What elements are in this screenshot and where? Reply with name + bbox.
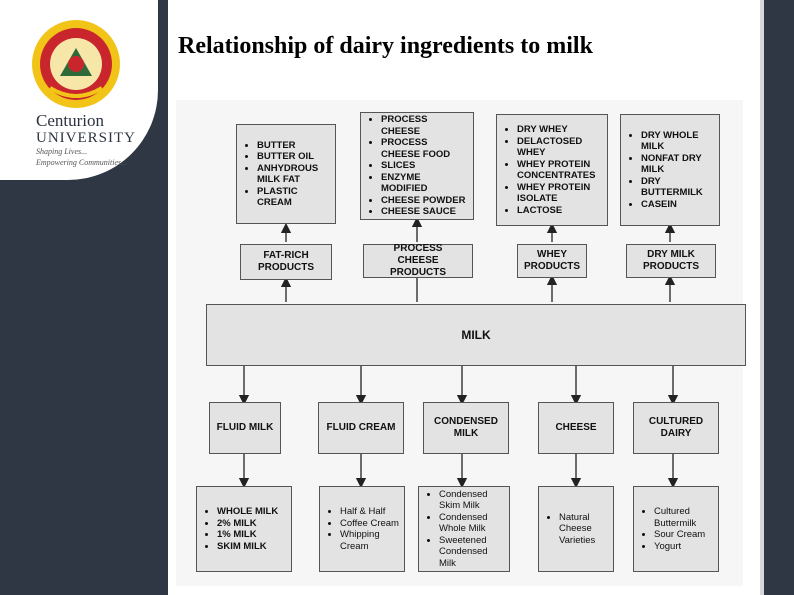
connector-arrows [238,216,679,489]
list-item: LACTOSE [517,205,603,217]
list-item: Natural Cheese Varieties [559,512,609,547]
list-item: ENZYME MODIFIED [381,172,469,195]
cultured-dairy-box: CULTURED DAIRY [633,402,719,454]
list-item: BUTTER [257,140,331,152]
dairy-diagram: BUTTER BUTTER OIL ANHYDROUS MILK FAT PLA… [176,100,746,586]
list-item: CHEESE POWDER [381,195,469,207]
right-bar [764,0,794,595]
tagline-line2: Empowering Communities... [36,158,128,167]
brand-text: Centurion UNIVERSITY Shaping Lives... Em… [36,112,146,168]
list-item: Condensed Whole Milk [439,512,505,535]
whey-products-box: WHEY PRODUCTS [517,244,587,278]
fluid-milk-box: FLUID MILK [209,402,281,454]
condensed-milk-list: Condensed Skim Milk Condensed Whole Milk… [418,486,510,572]
list-item: Half & Half [340,506,400,518]
list-item: 2% MILK [217,518,287,530]
whey-products-list: DRY WHEY DELACTOSED WHEY WHEY PROTEIN CO… [496,114,608,226]
list-item: Whipping Cream [340,529,400,552]
list-item: PROCESS CHEESE [381,114,469,137]
cheese-list: Natural Cheese Varieties [538,486,614,572]
milk-box: MILK [206,304,746,366]
tagline-line1: Shaping Lives... [36,147,88,156]
list-item: Yogurt [654,541,714,553]
university-seal-icon [32,20,120,108]
cultured-dairy-list: Cultured Buttermilk Sour Cream Yogurt [633,486,719,572]
list-item: PLASTIC CREAM [257,186,331,209]
list-item: SLICES [381,160,469,172]
dry-milk-products-box: DRY MILK PRODUCTS [626,244,716,278]
process-cheese-products-box: PROCESS CHEESE PRODUCTS [363,243,473,278]
list-item: ANHYDROUS MILK FAT [257,163,331,186]
list-item: Coffee Cream [340,518,400,530]
list-item: WHOLE MILK [217,506,287,518]
list-item: Sweetened Condensed Milk [439,535,505,570]
list-item: DRY BUTTERMILK [641,176,715,199]
list-item: DELACTOSED WHEY [517,136,603,159]
process-cheese-products-list: PROCESS CHEESE PROCESS CHEESE FOOD SLICE… [360,112,474,220]
fluid-cream-list: Half & Half Coffee Cream Whipping Cream [319,486,405,572]
fat-rich-products-list: BUTTER BUTTER OIL ANHYDROUS MILK FAT PLA… [236,124,336,224]
dry-milk-products-list: DRY WHOLE MILK NONFAT DRY MILK DRY BUTTE… [620,114,720,226]
fluid-milk-list: WHOLE MILK 2% MILK 1% MILK SKIM MILK [196,486,292,572]
list-item: 1% MILK [217,529,287,541]
slide-title: Relationship of dairy ingredients to mil… [178,33,593,59]
list-item: SKIM MILK [217,541,287,553]
list-item: NONFAT DRY MILK [641,153,715,176]
right-divider [760,0,764,595]
list-item: Sour Cream [654,529,714,541]
list-item: CASEIN [641,199,715,211]
list-item: Condensed Skim Milk [439,489,505,512]
list-item: BUTTER OIL [257,151,331,163]
brand-name-line2: UNIVERSITY [36,130,136,146]
list-item: Cultured Buttermilk [654,506,714,529]
condensed-milk-box: CONDENSED MILK [423,402,509,454]
list-item: DRY WHOLE MILK [641,130,715,153]
list-item: DRY WHEY [517,124,603,136]
fat-rich-products-box: FAT-RICH PRODUCTS [240,244,332,280]
sidebar-logo-area: Centurion UNIVERSITY Shaping Lives... Em… [0,0,158,180]
sidebar: Centurion UNIVERSITY Shaping Lives... Em… [0,0,168,595]
brand-name-line1: Centurion [36,111,104,130]
list-item: CHEESE SAUCE [381,206,469,218]
cheese-box: CHEESE [538,402,614,454]
fluid-cream-box: FLUID CREAM [318,402,404,454]
list-item: WHEY PROTEIN CONCENTRATES [517,159,603,182]
list-item: WHEY PROTEIN ISOLATE [517,182,603,205]
list-item: PROCESS CHEESE FOOD [381,137,469,160]
